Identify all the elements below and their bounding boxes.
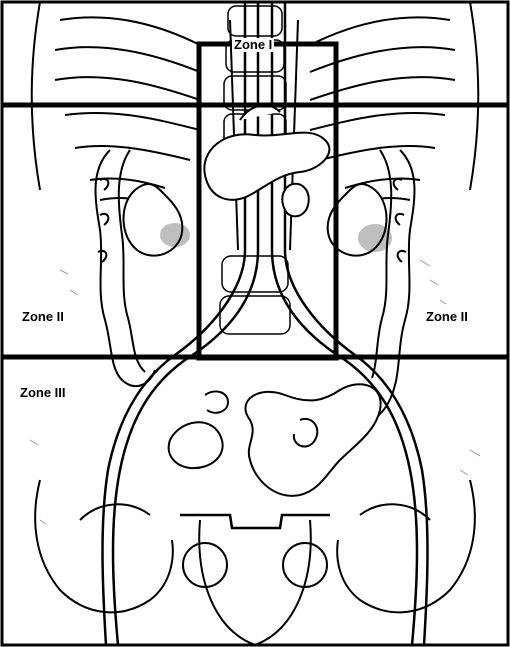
zone-2-left-label: Zone II [20,310,66,324]
zone-3-label: Zone III [18,386,68,400]
pelvis [35,480,475,645]
zone-1-label: Zone I [232,38,274,52]
pelvic-organs [169,384,381,495]
upper-organs [204,105,329,216]
great-vessels [103,2,428,645]
zone-2-right-label: Zone II [424,310,470,324]
